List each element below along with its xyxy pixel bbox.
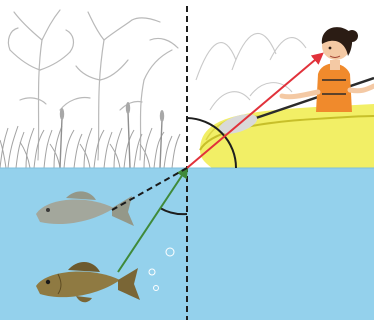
refraction-scene [0, 0, 374, 320]
scene-drawing [0, 0, 374, 320]
